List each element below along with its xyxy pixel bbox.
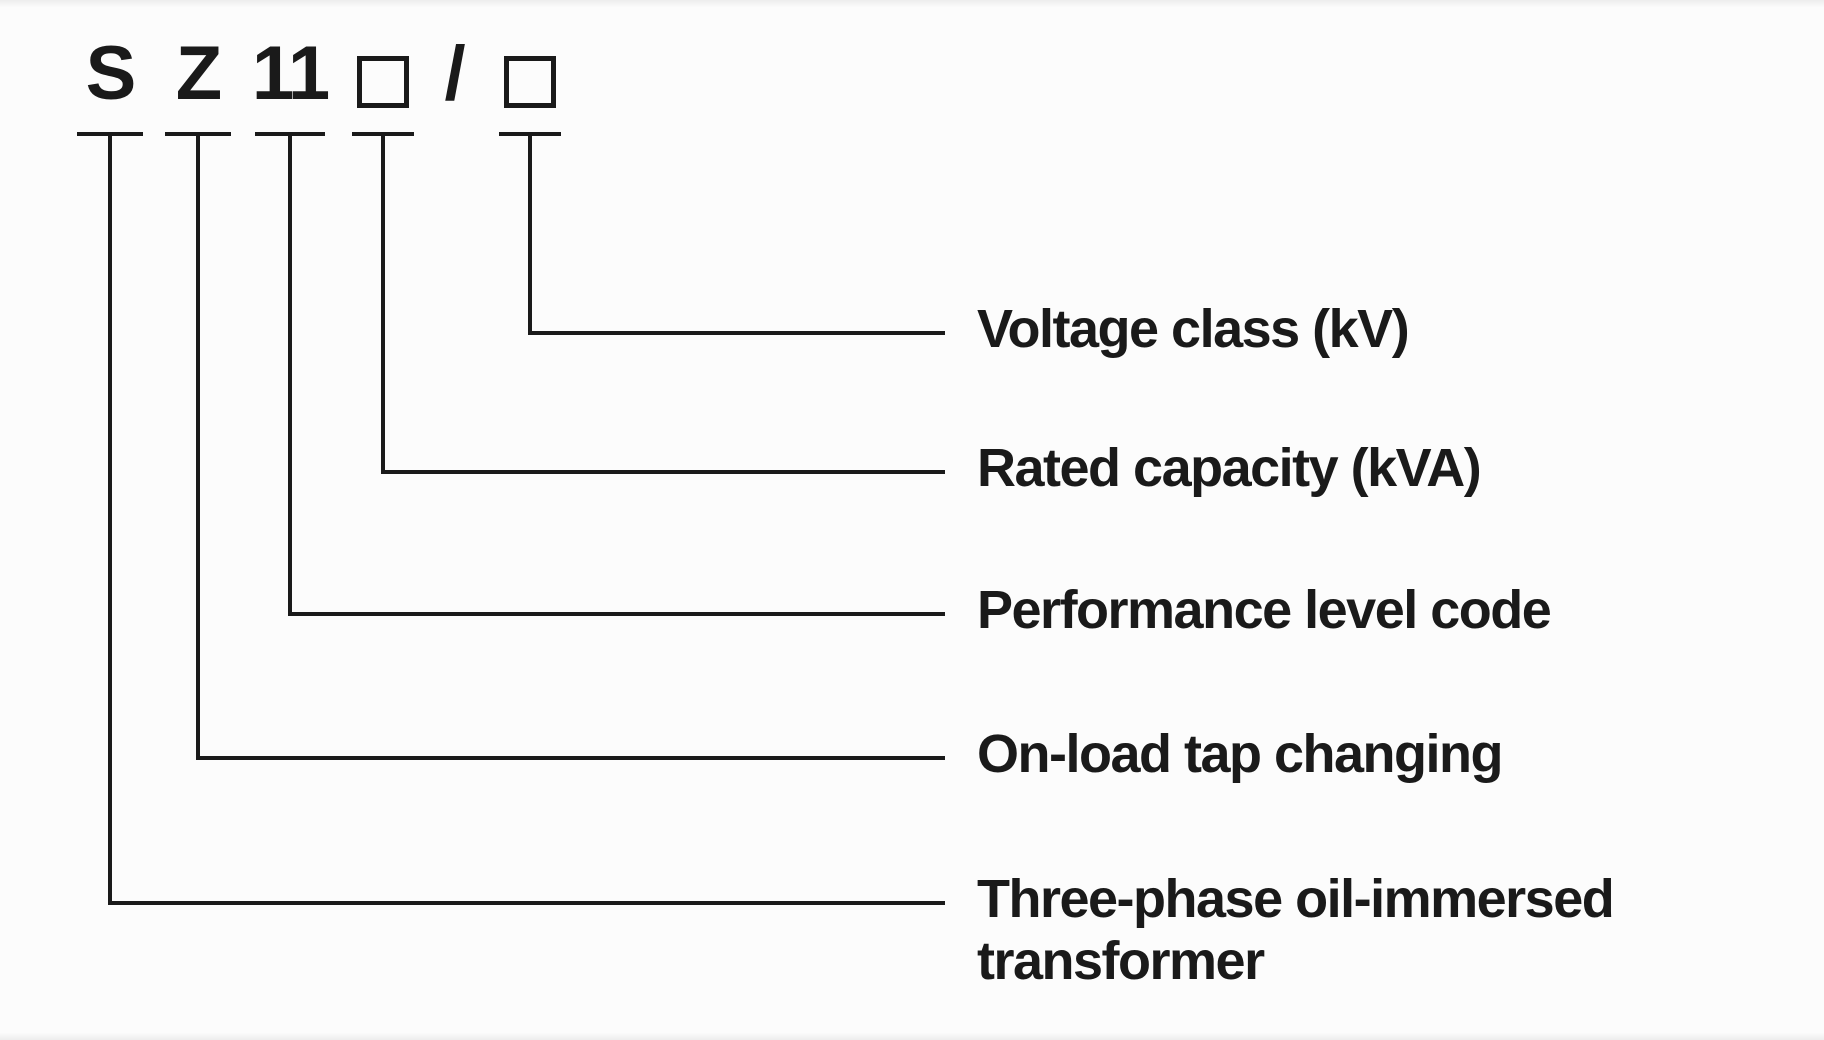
placeholder-box-voltage-class <box>504 56 556 108</box>
label-voltage-class: Voltage class (kV) <box>977 299 1410 359</box>
connector-hline-rated-capacity <box>381 470 945 474</box>
connector-vline-rated-capacity <box>381 132 385 474</box>
code-separator-slash: / <box>444 31 465 116</box>
placeholder-box-rated-capacity <box>357 56 409 108</box>
connector-vline-z <box>196 132 200 760</box>
connector-vline-s <box>108 132 112 905</box>
connector-hline-z <box>196 756 945 760</box>
code-char-z: Z <box>175 31 222 116</box>
connector-hline-voltage-class <box>528 331 945 335</box>
label-on-load-tap-changing: On-load tap changing <box>977 724 1503 784</box>
connector-hline-11 <box>288 612 945 616</box>
connector-hline-s <box>108 901 945 905</box>
code-char-s: S <box>85 31 137 116</box>
label-performance-level: Performance level code <box>977 580 1552 640</box>
code-char-11: 11 <box>251 31 330 116</box>
label-rated-capacity: Rated capacity (kVA) <box>977 438 1482 498</box>
connector-vline-11 <box>288 132 292 616</box>
connector-vline-voltage-class <box>528 132 532 335</box>
label-three-phase-oil-immersed-transformer: Three-phase oil-immersed transformer <box>977 869 1615 992</box>
